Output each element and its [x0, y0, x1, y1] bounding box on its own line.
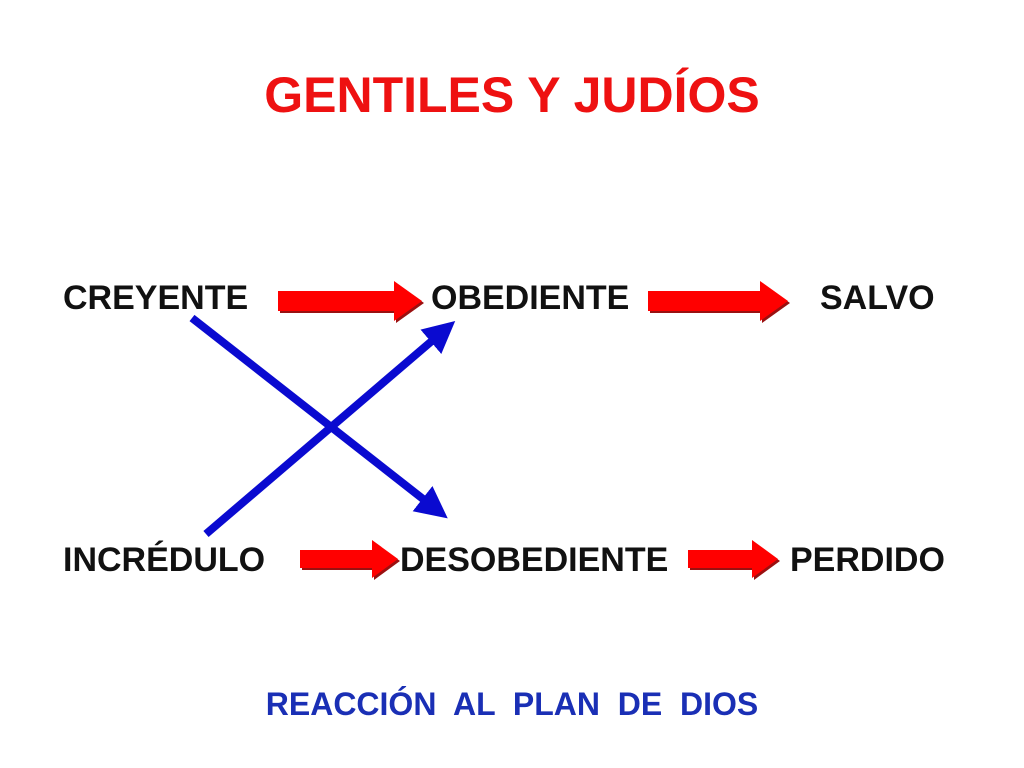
page-title: GENTILES Y JUDÍOS	[264, 67, 760, 123]
arrow-creyente-to-obediente	[278, 281, 424, 323]
label-incredulo: INCRÉDULO	[63, 541, 266, 579]
arrow-desobediente-to-perdido	[688, 540, 780, 580]
arrow-incredulo-to-obediente	[203, 321, 456, 538]
arrow-creyente-to-desobediente	[189, 314, 448, 519]
label-obediente: OBEDIENTE	[431, 279, 630, 317]
label-desobediente: DESOBEDIENTE	[400, 541, 669, 579]
label-perdido: PERDIDO	[790, 541, 945, 579]
caption: REACCIÓN AL PLAN DE DIOS	[265, 686, 759, 722]
arrow-incredulo-to-desobediente	[300, 540, 400, 580]
label-salvo: SALVO	[820, 279, 935, 317]
label-creyente: CREYENTE	[63, 279, 249, 317]
arrow-obediente-to-salvo	[648, 281, 790, 323]
